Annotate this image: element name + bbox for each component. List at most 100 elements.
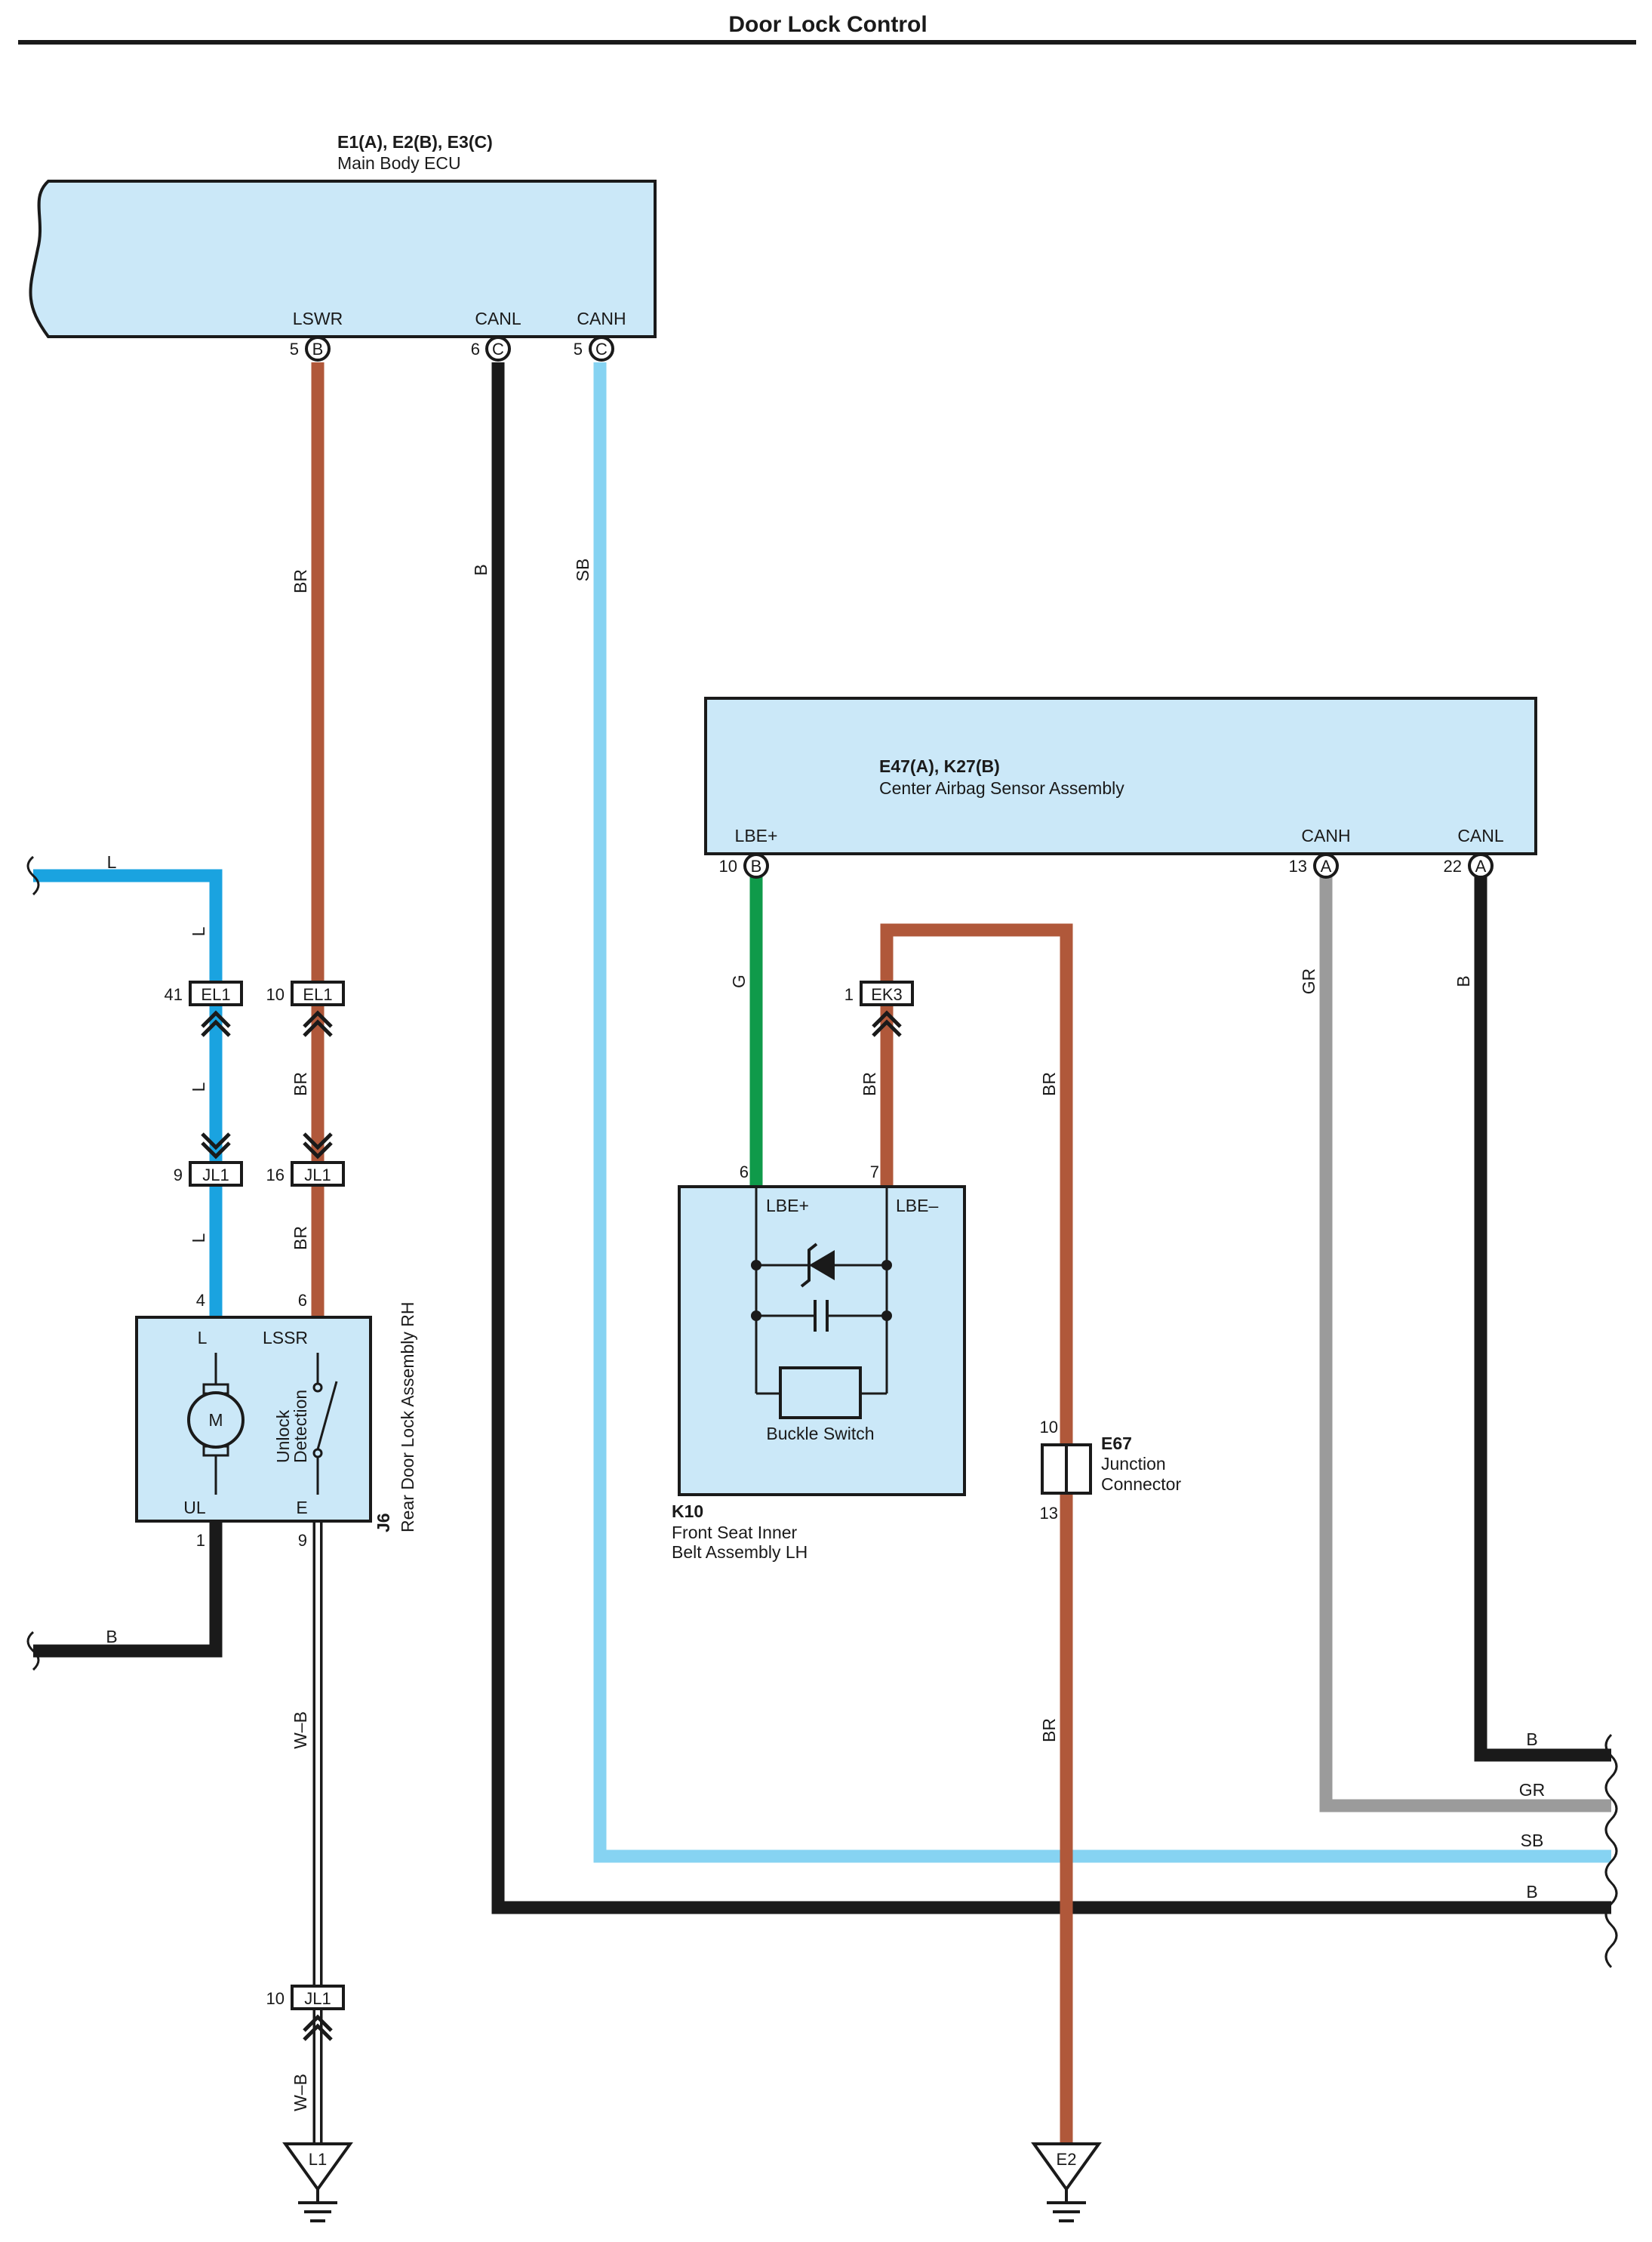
buckle-term-lbe-minus: LBE– (896, 1196, 938, 1215)
buckle-name-line1: Front Seat Inner (672, 1523, 798, 1542)
airbag-pin-letter-2: A (1321, 857, 1332, 876)
wire-label: L (107, 852, 117, 872)
ecu-term-canl: CANL (475, 309, 521, 328)
wire-label: L (189, 1082, 208, 1092)
airbag-pin-circle-3 (1468, 853, 1494, 879)
wire-label: GR (1519, 1780, 1546, 1800)
buckle-switch-name: Buckle Switch (766, 1424, 874, 1443)
wire-label: W–B (291, 2074, 310, 2111)
door-lock-pin-ul: 1 (196, 1531, 205, 1550)
door-lock-pin-lssr: 6 (298, 1291, 307, 1310)
zener-diode-icon (800, 1243, 835, 1288)
wire-sb-canh (593, 362, 1611, 1863)
wire-label: BR (291, 1226, 310, 1250)
airbag-term-lbe: LBE+ (735, 826, 778, 845)
wire-label: L (189, 1233, 208, 1243)
buckle-box (678, 1185, 966, 1496)
door-lock-pin-l: 4 (196, 1291, 205, 1310)
buckle-name-line2: Belt Assembly LH (672, 1542, 808, 1562)
ground-e2-label: E2 (1057, 2150, 1077, 2169)
wire-label: B (471, 564, 491, 575)
airbag-pin-circle-2 (1313, 853, 1339, 879)
door-lock-term-l: L (198, 1328, 208, 1347)
connector-pin: 1 (844, 985, 854, 1004)
ground-e2-icon (1031, 2142, 1102, 2222)
airbag-pin-num-1: 10 (719, 857, 737, 876)
airbag-pin-circle-1 (743, 853, 769, 879)
connector-pin: 10 (266, 1989, 285, 2008)
connector-pin: 9 (174, 1166, 183, 1184)
junction-pin-13: 13 (1040, 1504, 1058, 1523)
connector-el1-41: EL1 41 (165, 981, 243, 1037)
connector-ek3-1: EK3 1 (844, 981, 914, 1037)
main-ecu-codes: E1(A), E2(B), E3(C) (337, 132, 493, 152)
wire-label: B (1454, 975, 1473, 987)
connector-pin: 16 (266, 1166, 285, 1184)
airbag-pin-letter-1: B (751, 857, 762, 876)
main-ecu-name: Main Body ECU (337, 153, 461, 173)
wire-b-ul (33, 1521, 223, 1658)
wire-label: G (729, 975, 749, 988)
connector-el1-10: EL1 10 (266, 981, 345, 1037)
ecu-pin-letter-3: C (595, 340, 608, 359)
switch-label-unlock: Unlock (273, 1409, 293, 1463)
door-lock-code: J6 (374, 1513, 393, 1532)
wire-label: L (189, 926, 208, 936)
connector-jl1-16: JL1 16 (266, 1132, 345, 1187)
airbag-term-canh: CANH (1301, 826, 1350, 845)
break-left-b (26, 1631, 40, 1671)
capacitor-icon (814, 1300, 829, 1332)
wire-label: BR (291, 569, 310, 593)
door-lock-box (135, 1316, 372, 1523)
junction-connector-e67 (1041, 1443, 1092, 1495)
connector-jl1-10: JL1 10 (266, 1985, 345, 2041)
wire-label: W–B (291, 1711, 310, 1749)
ecu-pin-circle-3 (589, 336, 614, 362)
door-lock-term-lssr: LSSR (263, 1328, 308, 1347)
wire-label: SB (1521, 1831, 1544, 1850)
junction-code: E67 (1101, 1434, 1132, 1453)
connector-pin: 41 (165, 985, 183, 1004)
wire-label: B (106, 1627, 117, 1646)
switch-label-detection: Detection (291, 1390, 310, 1463)
airbag-pin-num-2: 13 (1289, 857, 1307, 876)
wire-gr-canh (1319, 876, 1611, 1812)
buckle-code: K10 (672, 1501, 703, 1521)
ecu-term-lswr: LSWR (293, 309, 343, 328)
ecu-pin-circle-1 (305, 336, 331, 362)
junction-name-line2: Connector (1101, 1474, 1181, 1494)
airbag-sensor-box (704, 697, 1537, 855)
ecu-pin-num-1: 5 (290, 340, 299, 359)
door-lock-term-ul: UL (183, 1498, 206, 1517)
connector-id: EL1 (303, 985, 332, 1004)
buckle-term-lbe-plus: LBE+ (766, 1196, 809, 1215)
wire-label: GR (1299, 969, 1318, 995)
airbag-pin-num-3: 22 (1444, 857, 1462, 876)
airbag-codes: E47(A), K27(B) (879, 756, 1000, 776)
ecu-pin-letter-2: C (492, 340, 504, 359)
ground-l1-label: L1 (309, 2150, 327, 2169)
airbag-name: Center Airbag Sensor Assembly (879, 778, 1124, 798)
wire-b-canl (491, 362, 1611, 1914)
wire-label: SB (573, 559, 592, 582)
junction-name-line1: Junction (1101, 1454, 1166, 1474)
airbag-term-canl: CANL (1457, 826, 1504, 845)
ecu-pin-letter-1: B (312, 340, 324, 359)
ecu-pin-circle-2 (485, 336, 511, 362)
motor-icon: M (187, 1353, 245, 1495)
wire-label: BR (1039, 1072, 1059, 1096)
wire-label: BR (860, 1072, 879, 1096)
buckle-pin-lbe-plus: 6 (740, 1163, 749, 1181)
wire-b-canl-airbag (1474, 876, 1611, 1762)
wire-br-ek3 (880, 923, 1073, 2144)
page-title: Door Lock Control (728, 12, 927, 37)
break-left-l (26, 855, 40, 896)
wire-label: BR (291, 1072, 310, 1096)
wires (33, 362, 1611, 2144)
connector-id: JL1 (304, 1989, 331, 2008)
wire-label: B (1526, 1882, 1537, 1902)
connector-jl1-9: JL1 9 (174, 1132, 243, 1187)
connector-id: EK3 (871, 985, 903, 1004)
unlock-detection-switch-icon (312, 1353, 338, 1495)
